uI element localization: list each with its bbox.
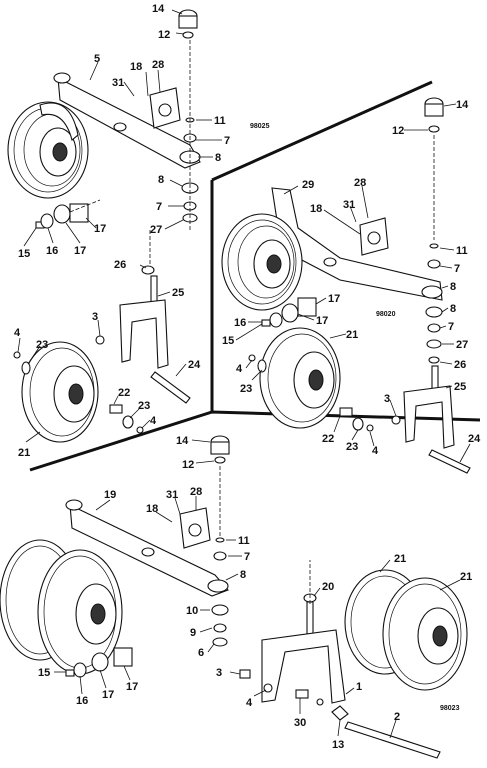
callout-label: 21 [460, 571, 472, 583]
callout-label: 31 [343, 199, 355, 211]
callout-label: 4 [372, 445, 379, 457]
figure-code: 98023 [440, 705, 460, 712]
callout-label: 17 [316, 315, 328, 327]
callout-label: 25 [172, 287, 184, 299]
callout-label: 16 [46, 245, 58, 257]
callout-label: 14 [176, 435, 189, 447]
callout-label: 8 [450, 281, 456, 293]
callout-label: 9 [190, 627, 196, 639]
fork [95, 265, 169, 369]
callout-label: 20 [322, 581, 334, 593]
callout-label: 11 [456, 245, 468, 257]
callout-label: 21 [394, 553, 406, 565]
callout-label: 28 [354, 177, 366, 189]
callout-label: 7 [224, 135, 230, 147]
callout-label: 4 [236, 363, 243, 375]
callout-label: 21 [18, 447, 30, 459]
callout-label: 12 [182, 459, 194, 471]
wheel [221, 213, 303, 311]
callout-label: 3 [92, 311, 98, 323]
callout-label: 25 [454, 381, 466, 393]
panel-1: 14 12 5 31 18 28 11 7 8 8 7 27 15 16 17 … [7, 3, 270, 459]
callout-label: 22 [322, 433, 334, 445]
callout-label: 4 [150, 415, 157, 427]
callout-label: 3 [384, 393, 390, 405]
callout-label: 8 [215, 152, 221, 164]
callout-label: 7 [244, 551, 250, 563]
callout-label: 8 [158, 174, 164, 186]
callout-label: 15 [222, 335, 234, 347]
fork [391, 365, 455, 449]
panel-3: 14 12 19 31 28 18 11 7 8 10 9 6 21 21 20… [0, 435, 472, 759]
callout-label: 28 [190, 486, 202, 498]
figure-code: 98020 [376, 311, 396, 318]
callout-label: 14 [456, 99, 469, 111]
callout-label: 26 [454, 359, 466, 371]
callout-label: 7 [454, 263, 460, 275]
callout-label: 7 [156, 201, 162, 213]
callout-label: 8 [240, 569, 246, 581]
callout-label: 1 [356, 681, 362, 693]
callout-label: 23 [240, 383, 252, 395]
callout-label: 13 [332, 739, 344, 751]
callout-label: 27 [150, 224, 162, 236]
callout-label: 18 [146, 503, 158, 515]
panel-divider [29, 80, 481, 472]
callout-label: 26 [114, 259, 126, 271]
callout-label: 31 [166, 489, 178, 501]
callout-label: 29 [302, 179, 314, 191]
background-shading [215, 20, 335, 110]
callout-label: 4 [14, 327, 21, 339]
callout-label: 11 [238, 535, 250, 547]
callout-label: 17 [74, 245, 86, 257]
figure-code: 98025 [250, 123, 270, 130]
callout-label: 23 [346, 441, 358, 453]
callout-label: 2 [394, 711, 400, 723]
callout-label: 17 [126, 681, 138, 693]
callout-label: 23 [138, 400, 150, 412]
callout-label: 18 [130, 61, 142, 73]
callout-label: 15 [18, 248, 30, 260]
callout-label: 17 [328, 293, 340, 305]
callout-label: 28 [152, 59, 164, 71]
wheel [7, 101, 89, 199]
callout-label: 21 [346, 329, 358, 341]
callout-label: 6 [198, 647, 204, 659]
callout-label: 12 [392, 125, 404, 137]
callout-label: 17 [102, 689, 114, 701]
callout-label: 12 [158, 29, 170, 41]
callout-label: 24 [468, 433, 481, 445]
callout-label: 14 [152, 3, 165, 15]
callout-label: 18 [310, 203, 322, 215]
callout-label: 19 [104, 489, 116, 501]
callout-label: 4 [246, 697, 253, 709]
callout-label: 27 [456, 339, 468, 351]
callout-label: 31 [112, 77, 124, 89]
callout-label: 22 [118, 387, 130, 399]
callout-label: 10 [186, 605, 198, 617]
callout-label: 15 [38, 667, 50, 679]
callout-label: 16 [234, 317, 246, 329]
callout-label: 7 [448, 321, 454, 333]
callout-label: 16 [76, 695, 88, 707]
callout-label: 24 [188, 359, 201, 371]
fork [261, 593, 346, 706]
wheel [259, 327, 341, 429]
callout-label: 17 [94, 223, 106, 235]
callout-label: 3 [216, 667, 222, 679]
axle-beam [57, 77, 201, 169]
dual-wheel [344, 569, 468, 691]
callout-label: 5 [94, 53, 100, 65]
panel-2: 14 12 29 28 18 31 11 7 8 17 16 17 15 21 … [221, 97, 481, 474]
callout-label: 30 [294, 717, 306, 729]
callout-label: 23 [36, 339, 48, 351]
callout-label: 8 [450, 303, 456, 315]
callout-label: 11 [214, 115, 226, 127]
wheel [21, 341, 99, 443]
